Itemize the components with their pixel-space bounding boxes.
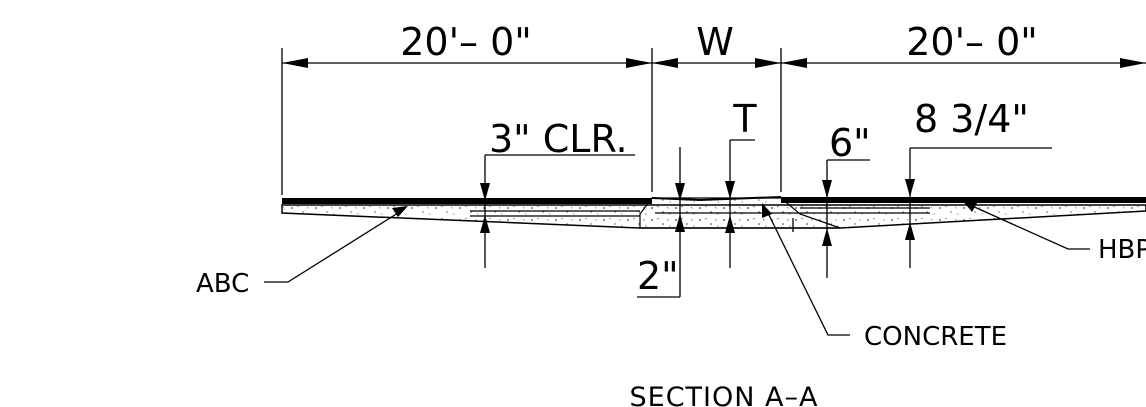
arrowhead	[480, 183, 490, 201]
clearance-dimension: 3" CLR.	[489, 117, 628, 161]
arrowhead	[282, 58, 308, 68]
arrowhead	[480, 215, 490, 233]
arrowhead	[675, 183, 685, 201]
joint-width-dimension: W	[696, 20, 734, 64]
arrowhead	[652, 58, 678, 68]
bottom-offset-dimension: 2"	[637, 254, 679, 298]
concrete-top-surface	[651, 196, 782, 202]
arrowhead	[755, 58, 781, 68]
right-depth-dimension: 8 3/4"	[914, 97, 1029, 141]
abc-leader	[264, 212, 399, 283]
arrowhead	[822, 228, 832, 246]
arrowhead	[725, 181, 735, 199]
material-callouts: ABC CONCRETE HBP	[196, 200, 1146, 352]
arrowhead	[392, 206, 408, 217]
arrowhead	[675, 214, 685, 232]
concrete-leader	[767, 212, 850, 336]
vertical-dimensions: 3" CLR. 2" T 6" 8 3/4"	[480, 97, 1052, 298]
thickness-dimension: T	[732, 97, 757, 141]
arrowhead	[626, 58, 652, 68]
arrowhead	[1120, 58, 1146, 68]
pavement-section	[281, 196, 1146, 232]
top-dimension-chain: 20'– 0" W 20'– 0"	[281, 20, 1146, 195]
arrowhead	[905, 222, 915, 240]
right-span-dimension: 20'– 0"	[906, 20, 1038, 64]
arrowhead	[781, 58, 807, 68]
concrete-label: CONCRETE	[864, 322, 1007, 352]
arrowhead	[905, 179, 915, 197]
arrowhead	[725, 215, 735, 233]
hbp-leader	[969, 204, 1090, 250]
arrowhead	[762, 203, 772, 218]
right-small-dimension: 6"	[829, 121, 871, 165]
arrowhead	[822, 180, 832, 198]
arrowhead	[962, 200, 977, 212]
abc-label: ABC	[196, 269, 249, 299]
section-title: SECTION A–A	[630, 382, 819, 407]
left-span-dimension: 20'– 0"	[400, 20, 532, 64]
hbp-label: HBP	[1098, 235, 1146, 265]
